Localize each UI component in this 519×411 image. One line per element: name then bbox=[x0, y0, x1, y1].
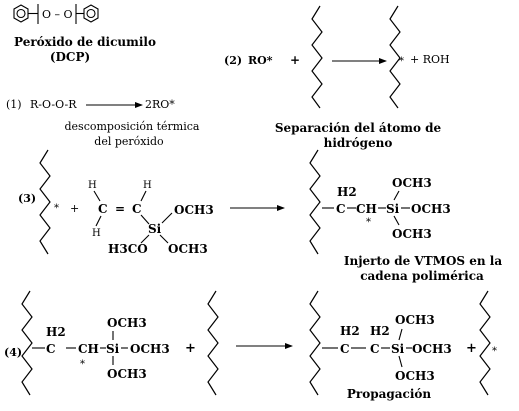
step-2-number: (2) bbox=[224, 54, 242, 67]
step-3: (3) * + H H C = C H Si OCH3 H3CO OCH3 H2 bbox=[18, 149, 502, 283]
product-3-c1: C bbox=[336, 202, 346, 216]
vtmos-c-left: C bbox=[98, 202, 108, 216]
reactant-4-plus: + bbox=[185, 341, 196, 356]
reactant-4-och3-right: OCH3 bbox=[130, 342, 170, 356]
step-2-caption-line1: Separación del átomo de bbox=[275, 121, 442, 135]
polymer-chain-icon bbox=[479, 290, 491, 396]
product-4-och3-bottom: OCH3 bbox=[395, 369, 435, 383]
step-3-caption-line1: Injerto de VTMOS en la bbox=[344, 254, 502, 268]
vtmos-si: Si bbox=[148, 222, 162, 236]
step-2-plus: + bbox=[290, 53, 300, 67]
step-1-number: (1) bbox=[6, 98, 22, 111]
reactant-4-si: Si bbox=[106, 342, 120, 356]
reactant-4-c: C bbox=[46, 342, 56, 356]
product-4-h2b: H2 bbox=[370, 324, 390, 338]
step-2-product: + ROH bbox=[410, 53, 450, 66]
product-3-och3-bottom: OCH3 bbox=[392, 227, 432, 241]
step-1-product: 2RO* bbox=[145, 98, 175, 111]
reactant-4-radical-mark: * bbox=[80, 359, 85, 370]
step-1-caption-line1: descomposición térmica bbox=[65, 120, 200, 133]
polymer-chain-icon bbox=[21, 290, 33, 396]
vtmos-h-bottom: H bbox=[92, 228, 101, 239]
polymer-chain-icon bbox=[389, 5, 401, 109]
polymer-chain-icon bbox=[309, 290, 321, 396]
product-4-och3-right: OCH3 bbox=[412, 342, 452, 356]
benzene-ring-icon bbox=[83, 4, 99, 23]
step-4-caption: Propagación bbox=[347, 387, 432, 401]
step-3-radical-mark: * bbox=[54, 203, 59, 214]
step-3-product: H2 C CH * Si OCH3 OCH3 OCH3 bbox=[322, 176, 451, 241]
product-3-radical-mark: * bbox=[366, 217, 371, 228]
step-3-caption-line2: cadena polimérica bbox=[360, 269, 484, 283]
step-2-reactant: RO* bbox=[248, 54, 273, 67]
vtmos-h3co: H3CO bbox=[108, 242, 148, 256]
product-4-och3-top: OCH3 bbox=[395, 313, 435, 327]
step-1-reactant: R-O-O-R bbox=[30, 98, 77, 111]
step-2-caption-line2: hidrógeno bbox=[324, 136, 393, 150]
reactant-4-h2: H2 bbox=[46, 325, 66, 339]
product-4-h2a: H2 bbox=[340, 324, 360, 338]
reactant-4-och3-bottom: OCH3 bbox=[107, 367, 147, 381]
product-3-och3-top: OCH3 bbox=[392, 176, 432, 190]
dcp-peroxide-bridge: O – O bbox=[42, 8, 73, 21]
product-4-c1: C bbox=[340, 342, 350, 356]
step-2-radical-mark: * bbox=[399, 56, 404, 67]
step-3-number: (3) bbox=[18, 192, 36, 205]
product-3-h2: H2 bbox=[337, 185, 357, 199]
benzene-ring-icon bbox=[13, 4, 29, 23]
reactant-4-ch: CH bbox=[78, 342, 99, 356]
vtmos-c-right: C bbox=[132, 202, 142, 216]
step-3-plus: + bbox=[70, 202, 79, 215]
product-4-radical-mark: * bbox=[492, 346, 497, 357]
dcp-name: Peróxido de dicumilo bbox=[14, 35, 156, 49]
dcp-abbreviation: (DCP) bbox=[50, 50, 90, 64]
product-3-och3-right: OCH3 bbox=[411, 202, 451, 216]
step-2: (2) RO* + * + ROH Separación del átomo d… bbox=[224, 5, 450, 150]
polymer-chain-icon bbox=[207, 290, 219, 396]
product-3-ch: CH bbox=[356, 202, 377, 216]
vtmos-molecule: H H C = C H Si OCH3 H3CO OCH3 bbox=[88, 180, 214, 256]
step-4: (4) H2 C CH * Si OCH3 OCH3 OCH3 + H2 H2 … bbox=[4, 290, 497, 401]
vtmos-och3-right: OCH3 bbox=[174, 203, 214, 217]
step-4-number: (4) bbox=[4, 346, 22, 359]
polymer-chain-icon bbox=[39, 149, 51, 255]
step-4-product: H2 H2 C C Si OCH3 OCH3 OCH3 + * bbox=[322, 290, 497, 396]
polymer-chain-icon bbox=[309, 149, 321, 255]
step-1: (1) R-O-O-R 2RO* descomposición térmica … bbox=[6, 98, 200, 148]
vtmos-double-bond: = bbox=[115, 202, 125, 216]
dcp-structure: O – O Peróxido de dicumilo (DCP) bbox=[13, 4, 156, 64]
product-4-plus: + bbox=[466, 341, 477, 356]
step-4-reactant: H2 C CH * Si OCH3 OCH3 OCH3 + bbox=[32, 316, 196, 381]
product-4-c2: C bbox=[370, 342, 380, 356]
reactant-4-och3-top: OCH3 bbox=[107, 316, 147, 330]
step-1-caption-line2: del peróxido bbox=[94, 135, 164, 148]
vtmos-och3-bottom: OCH3 bbox=[168, 242, 208, 256]
vtmos-h-top-left: H bbox=[88, 180, 97, 191]
product-3-si: Si bbox=[386, 202, 400, 216]
vtmos-h-top-right: H bbox=[143, 180, 152, 191]
polymer-chain-icon bbox=[311, 5, 323, 109]
product-4-si: Si bbox=[391, 342, 405, 356]
